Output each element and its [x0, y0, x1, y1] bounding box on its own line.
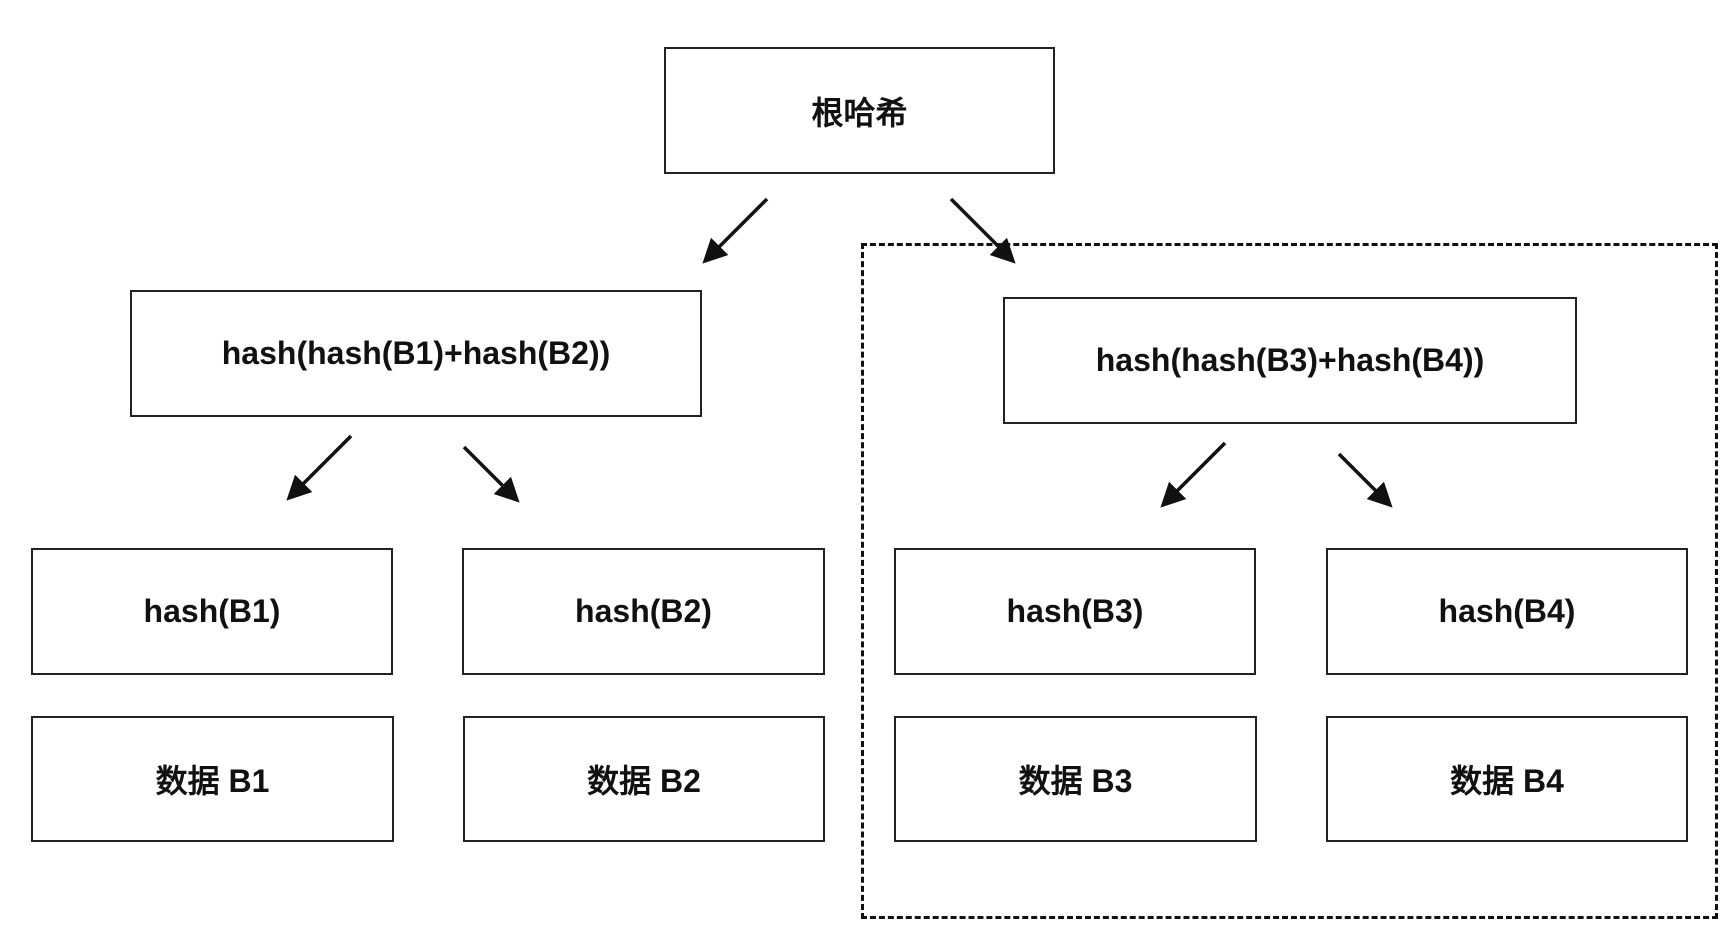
data-block-label: 数据 B4: [1450, 763, 1564, 799]
leaf-hash-node-b3: hash(B3): [894, 548, 1256, 675]
root-hash-node: 根哈希: [664, 47, 1055, 174]
arrow-root-to-left-branch: [702, 197, 769, 264]
leaf-hash-label: hash(B2): [575, 593, 712, 629]
right-branch-hash-node: hash(hash(B3)+hash(B4)): [1003, 297, 1577, 424]
data-block-node-b2: 数据 B2: [463, 716, 825, 842]
leaf-hash-node-b1: hash(B1): [31, 548, 393, 675]
leaf-hash-node-b2: hash(B2): [462, 548, 825, 675]
leaf-hash-label: hash(B1): [143, 593, 281, 629]
leaf-hash-label: hash(B3): [1006, 593, 1144, 629]
data-block-node-b4: 数据 B4: [1326, 716, 1688, 842]
leaf-hash-label: hash(B4): [1438, 593, 1576, 629]
data-block-label: 数据 B1: [155, 763, 270, 799]
data-block-node-b3: 数据 B3: [894, 716, 1257, 842]
root-hash-label: 根哈希: [811, 94, 908, 131]
arrow-left-branch-to-hash-b1: [286, 434, 353, 501]
arrow-left-branch-to-hash-b2: [462, 445, 520, 503]
data-block-label: 数据 B3: [1018, 763, 1133, 799]
left-branch-hash-label: hash(hash(B1)+hash(B2)): [221, 335, 611, 371]
arrow-right-branch-to-hash-b3: [1160, 441, 1227, 508]
arrow-right-branch-to-hash-b4: [1337, 452, 1393, 508]
data-block-node-b1: 数据 B1: [31, 716, 394, 842]
right-subtree-highlight: [861, 243, 1718, 919]
data-block-label: 数据 B2: [587, 763, 701, 799]
leaf-hash-node-b4: hash(B4): [1326, 548, 1688, 675]
left-branch-hash-node: hash(hash(B1)+hash(B2)): [130, 290, 702, 417]
arrow-root-to-right-branch: [949, 197, 1016, 264]
right-branch-hash-label: hash(hash(B3)+hash(B4)): [1095, 342, 1485, 378]
